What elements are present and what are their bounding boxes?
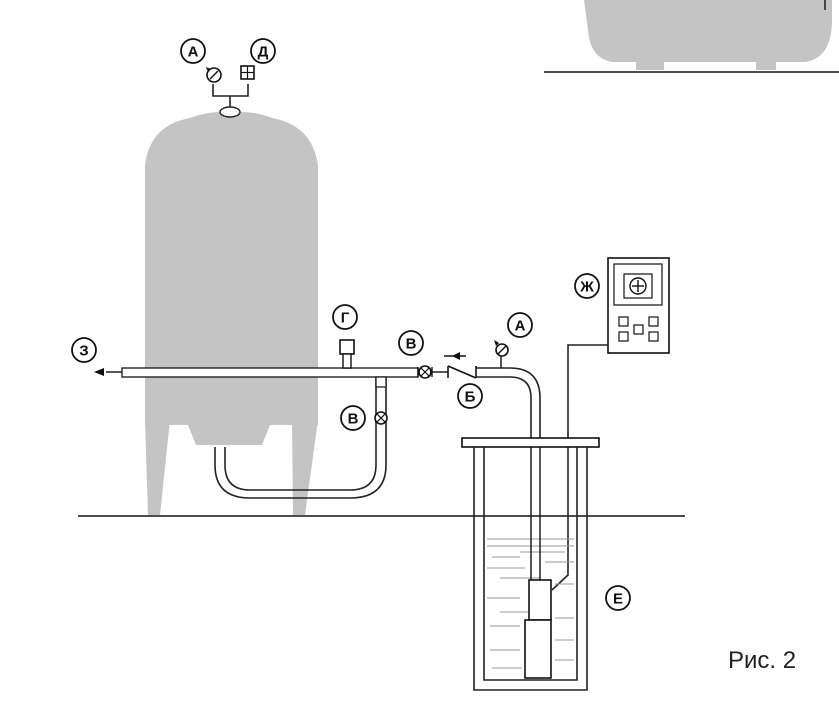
figure-caption: Рис. 2 <box>728 647 796 674</box>
label-a-right: А <box>515 318 526 335</box>
well <box>461 437 600 691</box>
circled-label-z: З <box>71 337 97 363</box>
circled-label-e: Е <box>605 585 631 611</box>
pressure-tank <box>145 112 318 515</box>
control-box <box>551 257 670 591</box>
circled-label-zh: Ж <box>574 273 600 299</box>
circled-label-b: Б <box>457 383 483 409</box>
second-tank-partial <box>544 0 839 73</box>
label-d: Д <box>258 44 269 61</box>
label-b: Б <box>465 389 476 406</box>
main-pipe <box>94 339 541 440</box>
label-a-top: А <box>188 44 199 61</box>
label-e: Е <box>613 591 623 608</box>
circled-label-a-right: А <box>507 312 533 338</box>
circled-label-v-vertical: В <box>340 405 366 431</box>
circled-label-v-horizontal: В <box>398 330 424 356</box>
top-fittings <box>206 65 255 118</box>
label-v-vertical: В <box>348 411 359 428</box>
label-v-horizontal: В <box>406 336 417 353</box>
circled-label-a-top: А <box>180 38 206 64</box>
circled-label-g: Г <box>332 304 358 330</box>
branch-pipe <box>214 376 388 499</box>
label-z: З <box>79 343 88 360</box>
circled-label-d: Д <box>250 38 276 64</box>
label-g: Г <box>341 310 350 327</box>
label-zh: Ж <box>579 279 594 296</box>
